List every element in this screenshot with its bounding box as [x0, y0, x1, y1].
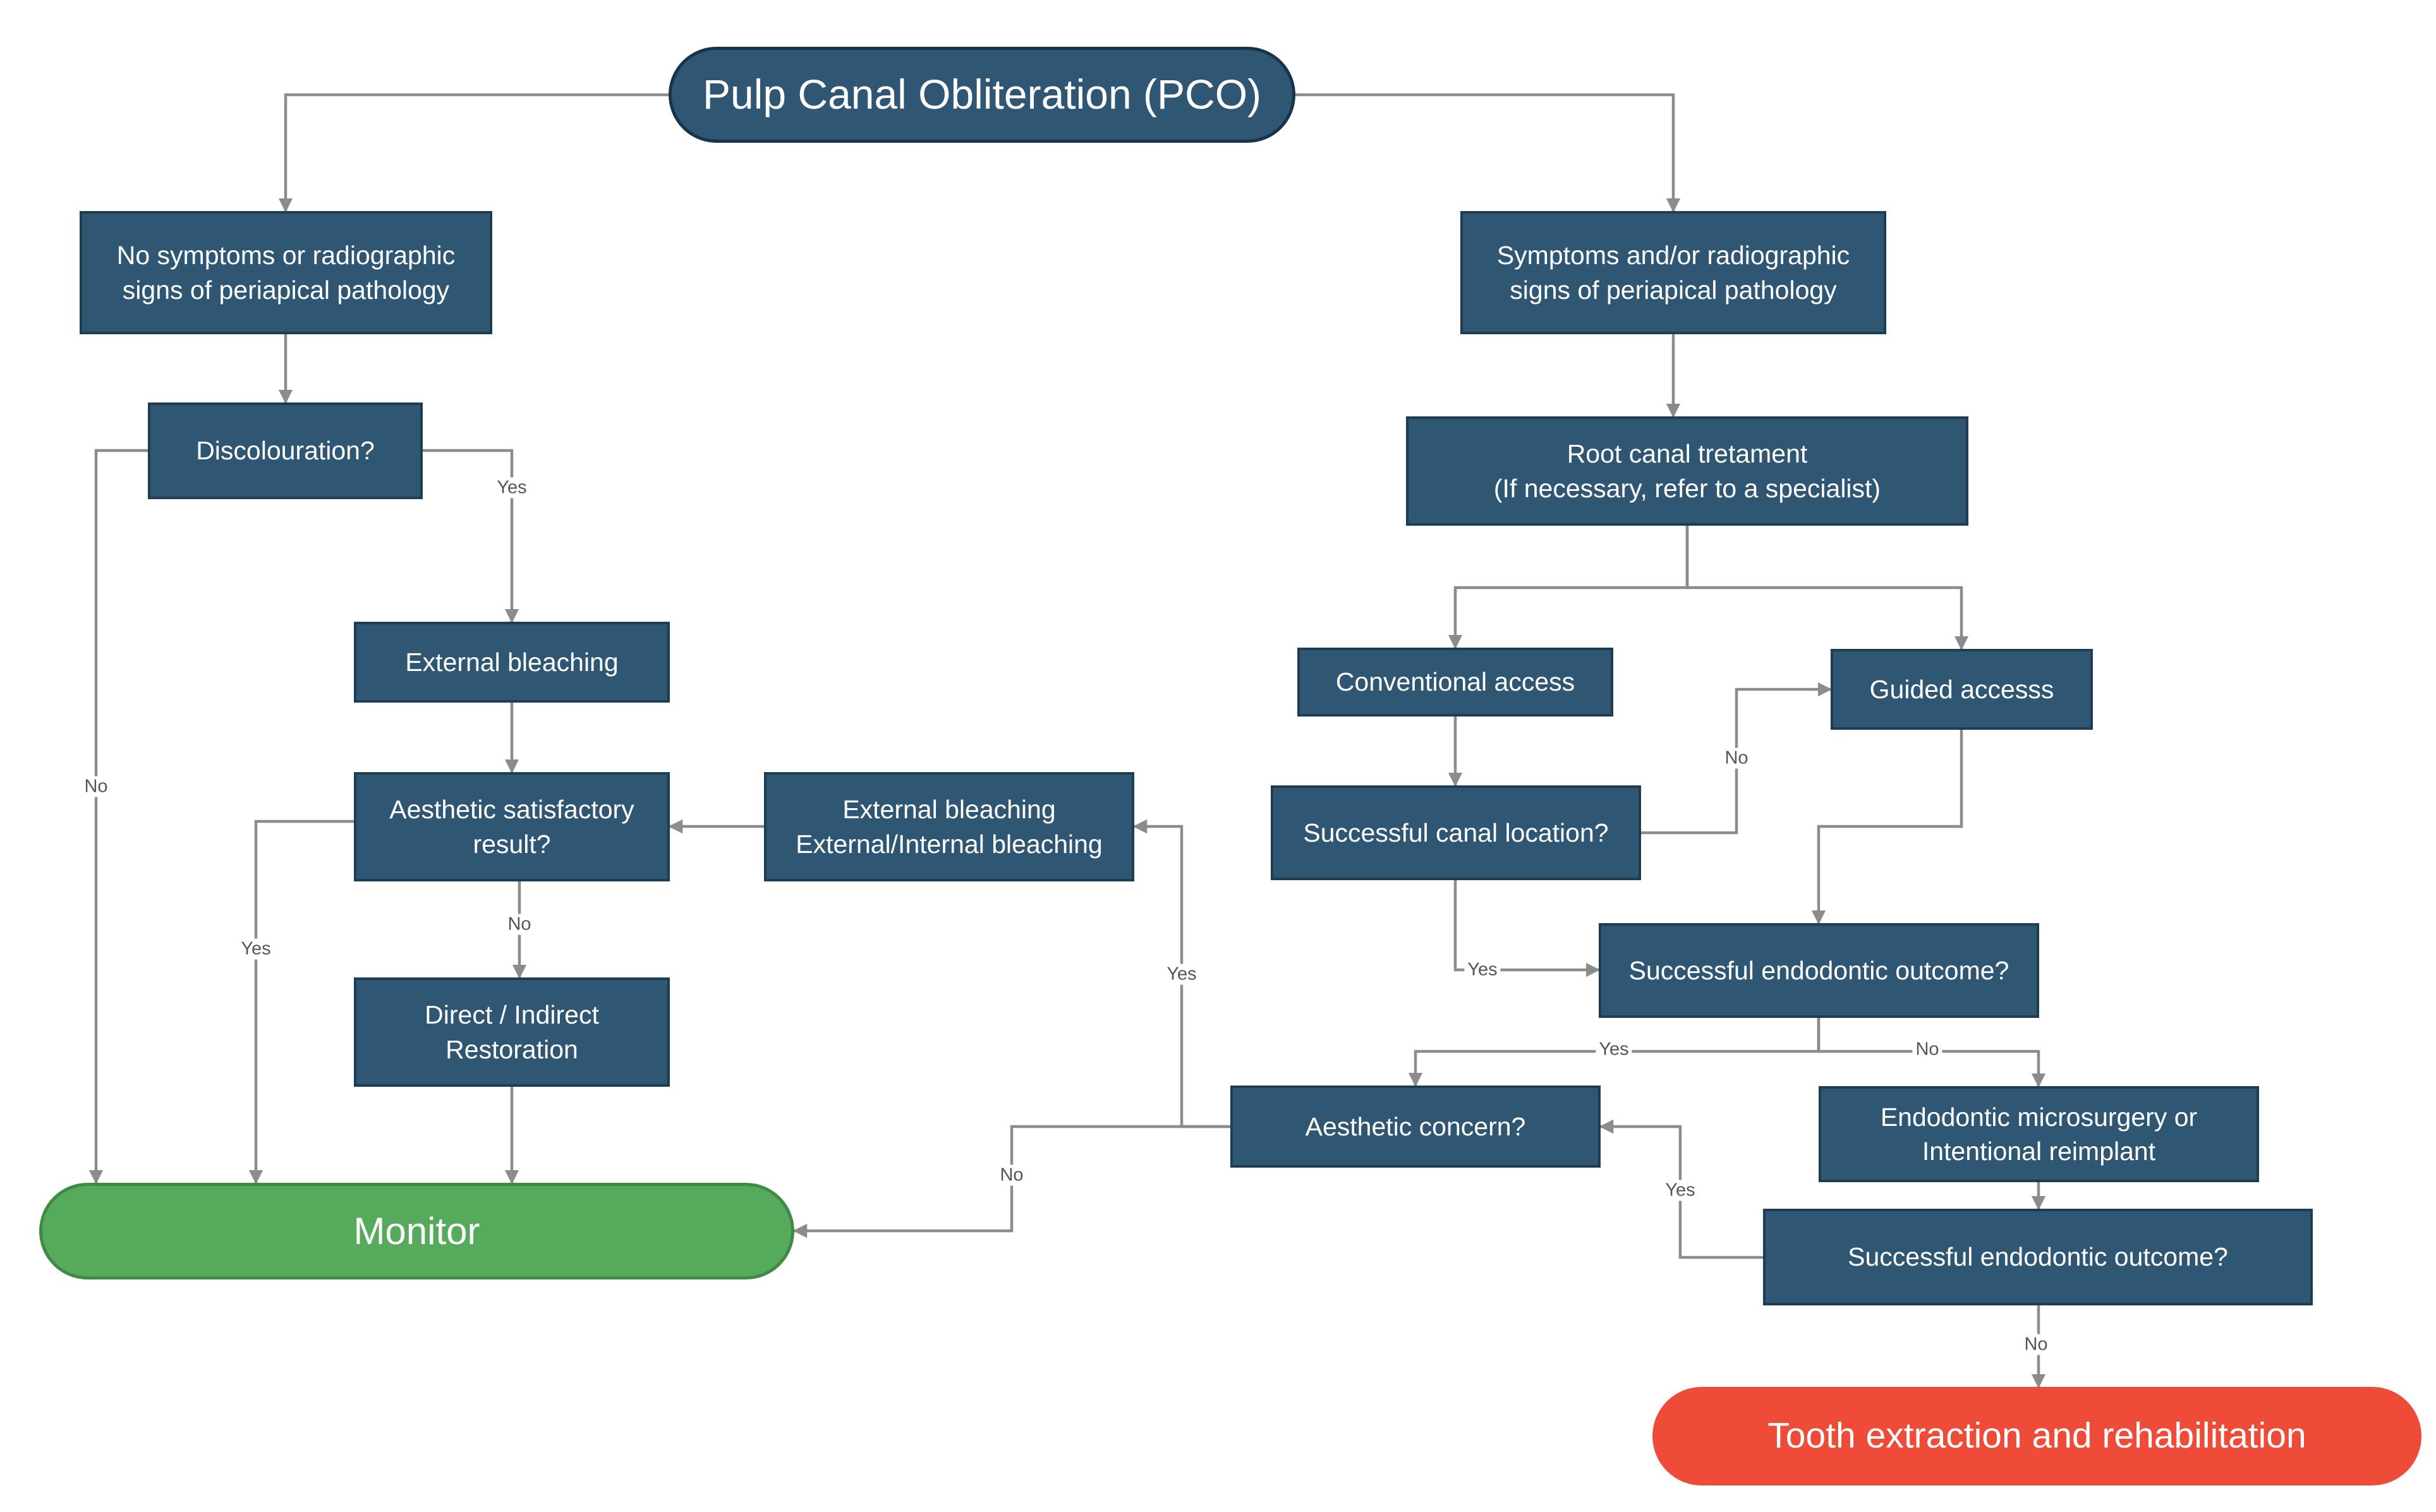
edge-discolour-yes-to-bleaching — [423, 449, 519, 624]
monitor-terminal: Monitor — [39, 1183, 794, 1279]
canal-location-decision: Successful canal location? — [1271, 785, 1641, 880]
edge-pco-to-symptoms — [1295, 93, 1681, 213]
edge-label-canal-location-no: No — [1721, 747, 1752, 769]
edge-guided-to-outcome-1 — [1811, 730, 1963, 925]
edge-label-outcome-1-no: No — [1912, 1039, 1942, 1060]
edge-label-satisfactory-no: No — [504, 914, 535, 935]
edge-label-outcome-2-yes: Yes — [1662, 1180, 1699, 1201]
endodontic-outcome-decision-1: Successful endodontic outcome? — [1599, 923, 2039, 1018]
edge-satisfactory-yes-to-monitor — [248, 820, 354, 1185]
tooth-extraction-terminal: Tooth extraction and rehabilitation — [1652, 1387, 2421, 1485]
aesthetic-concern-decision: Aesthetic concern? — [1230, 1086, 1601, 1168]
aesthetic-satisfactory-decision: Aesthetic satisfactory result? — [354, 772, 670, 881]
edge-label-discolouration-yes: Yes — [494, 477, 530, 499]
edge-label-satisfactory-yes: Yes — [238, 938, 274, 960]
symptoms-node: Symptoms and/or radiographic signs of pe… — [1460, 211, 1886, 334]
no-symptoms-node: No symptoms or radiographic signs of per… — [80, 211, 492, 334]
edge-label-aesthetic-concern-no: No — [997, 1164, 1027, 1186]
bleaching-options-node: External bleaching External/Internal ble… — [764, 772, 1134, 881]
edge-label-canal-location-yes: Yes — [1464, 959, 1501, 981]
edge-label-outcome-2-no: No — [2021, 1334, 2051, 1355]
edge-discolour-no-to-monitor — [88, 449, 148, 1185]
guided-access-node: Guided accesss — [1831, 649, 2093, 730]
edge-label-aesthetic-concern-yes: Yes — [1163, 964, 1200, 985]
edge-pco-to-no-symptoms — [278, 93, 669, 213]
edge-root-canal-to-guided — [1685, 526, 1969, 651]
discolouration-decision: Discolouration? — [148, 402, 423, 499]
external-bleaching-node: External bleaching — [354, 622, 670, 703]
conventional-access-node: Conventional access — [1297, 648, 1613, 717]
endodontic-outcome-decision-2: Successful endodontic outcome? — [1763, 1209, 2313, 1305]
edge-label-outcome-1-yes: Yes — [1596, 1039, 1632, 1060]
edge-label-discolouration-no: No — [81, 776, 111, 797]
microsurgery-reimplant-node: Endodontic microsurgery or Intentional r… — [1819, 1086, 2259, 1182]
edge-canal-location-yes-to-outcome-1 — [1453, 880, 1601, 977]
pco-title-node: Pulp Canal Obliteration (PCO) — [669, 47, 1295, 143]
root-canal-treatment-node: Root canal tretament (If necessary, refe… — [1406, 416, 1968, 526]
edge-root-canal-to-conventional — [1448, 526, 1689, 650]
direct-indirect-restoration-node: Direct / Indirect Restoration — [354, 977, 670, 1087]
